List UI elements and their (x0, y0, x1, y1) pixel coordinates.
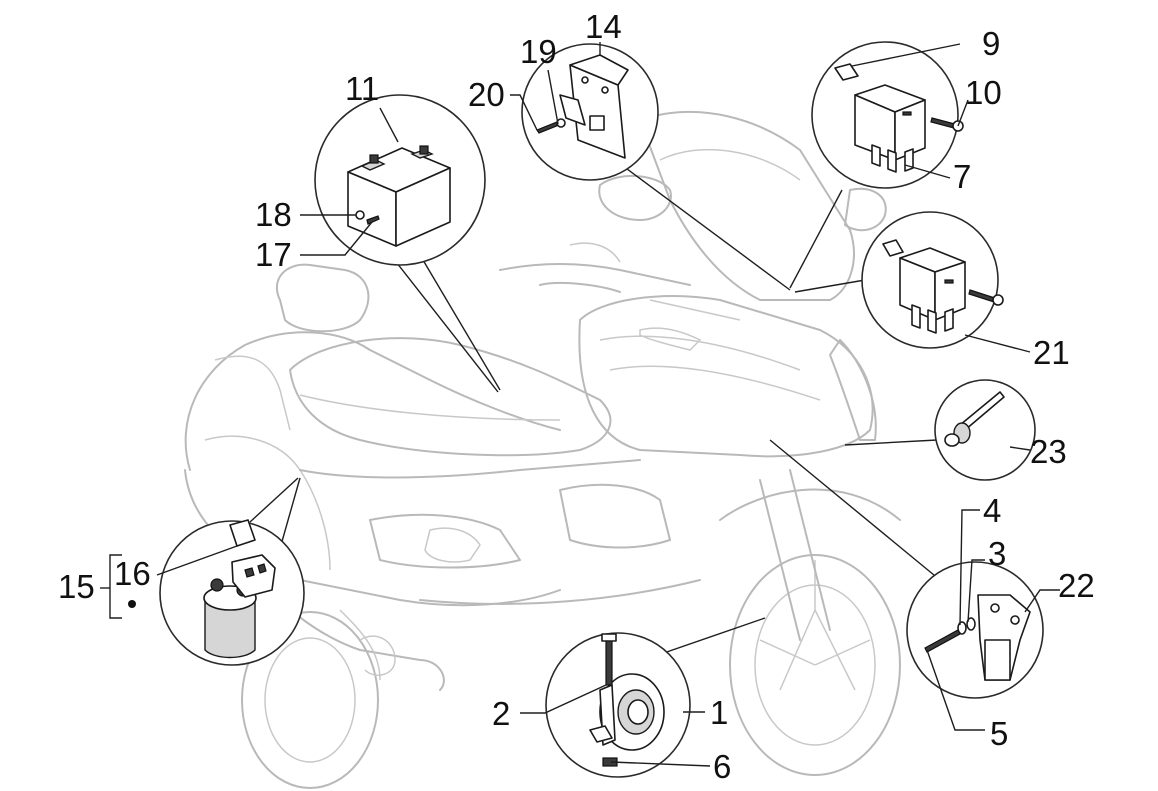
callout-5: 5 (990, 715, 1008, 752)
bolt-detail-group (844, 379, 1036, 481)
callout-15: 15 (58, 568, 95, 605)
horn-detail-group (545, 617, 766, 778)
washer-icon (556, 118, 566, 128)
callout-2: 2 (492, 695, 510, 732)
relay-icon (899, 247, 966, 334)
callout-23: 23 (1030, 433, 1067, 470)
bolt-icon (944, 391, 1005, 447)
clip-icon (882, 239, 904, 257)
callout-11: 11 (345, 70, 379, 107)
washer-icon (966, 617, 976, 631)
bracket-icon (977, 594, 1031, 681)
callout-18: 18 (255, 196, 292, 233)
screw-icon (366, 215, 380, 225)
callout-19: 19 (520, 33, 557, 70)
leader-lines (100, 42, 1060, 767)
solenoid-icon (203, 554, 276, 659)
clip-icon (589, 725, 613, 743)
relay-icon (854, 84, 926, 173)
callout-20: 20 (468, 76, 505, 113)
callout-7: 7 (953, 158, 971, 195)
washer-icon (957, 621, 967, 635)
callout-9: 9 (982, 25, 1000, 62)
screw-head-icon (992, 294, 1004, 306)
callout-4: 4 (983, 492, 1001, 529)
callout-10: 10 (965, 74, 1002, 111)
callout-3: 3 (988, 535, 1006, 572)
callout-labels: 1 2 3 4 5 6 7 9 10 11 14 15 16 17 18 19 … (58, 8, 1095, 785)
battery-icon (347, 145, 451, 247)
callout-1: 1 (710, 694, 728, 731)
battery-detail-group (314, 94, 501, 393)
relay-2-detail-group (794, 211, 1004, 349)
mount-detail-group (769, 439, 1044, 699)
washer-icon (355, 210, 365, 220)
callout-21: 21 (1033, 334, 1070, 371)
bracket-detail-group (521, 43, 791, 291)
callout-dot (128, 600, 136, 608)
callout-22: 22 (1058, 567, 1095, 604)
connector-icon (229, 519, 256, 547)
callout-6: 6 (713, 748, 731, 785)
callout-14: 14 (585, 8, 622, 45)
clip-icon (834, 63, 859, 81)
scooter-silhouette (184, 110, 901, 789)
bracket-icon (559, 54, 629, 159)
solenoid-detail-group (159, 477, 305, 666)
screw-icon (605, 639, 613, 686)
screw-head-icon (601, 633, 617, 642)
relay-detail-group (789, 41, 964, 289)
callout-17: 17 (255, 236, 292, 273)
callout-16: 16 (114, 555, 151, 592)
